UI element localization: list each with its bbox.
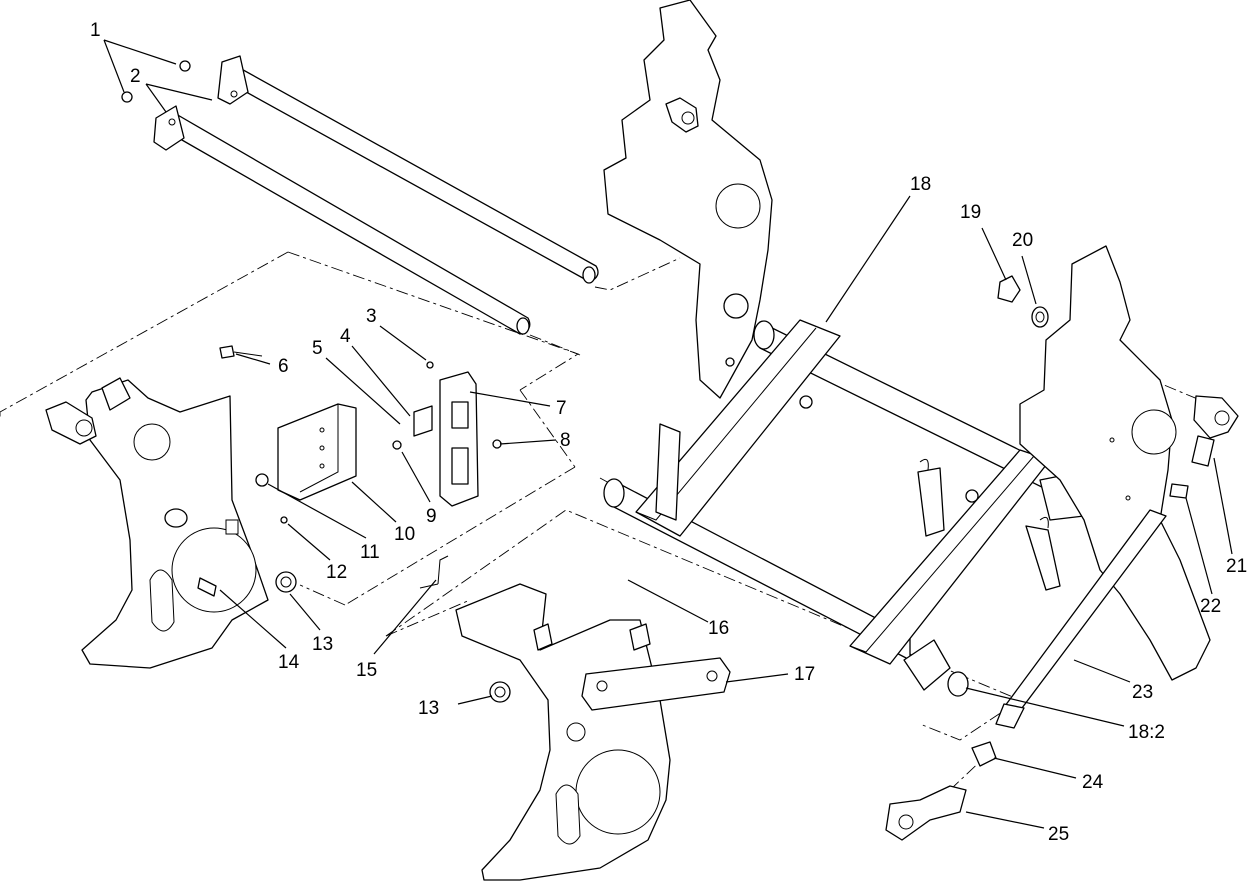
lower-side-plate [419, 555, 731, 881]
callout-18: 18 [910, 174, 931, 195]
callout-20: 20 [1012, 230, 1033, 251]
callout-14: 14 [278, 652, 300, 673]
callout-13-lower: 13 [418, 698, 439, 719]
callout-18-2: 18:2 [1128, 722, 1165, 743]
callout-5: 5 [312, 338, 323, 359]
callout-1: 1 [90, 20, 101, 41]
callout-11: 11 [360, 542, 380, 563]
callout-21: 21 [1226, 556, 1247, 577]
callout-10: 10 [394, 524, 415, 545]
tie-rod-assembly [885, 275, 1239, 841]
callout-23: 23 [1132, 682, 1153, 703]
upper-shaft [179, 55, 599, 284]
callout-9: 9 [426, 506, 437, 527]
callout-3: 3 [366, 306, 377, 327]
right-upright-frame [1019, 245, 1211, 681]
switch-bracket-assembly [219, 345, 502, 524]
left-upright-frame [603, 0, 773, 399]
callout-15: 15 [356, 660, 377, 681]
callout-25: 25 [1048, 824, 1069, 845]
callout-labels: 1 2 3 4 5 6 7 8 9 10 11 12 13 13 14 15 1… [90, 20, 1247, 845]
leader-lines [103, 39, 1233, 829]
callout-19: 19 [960, 202, 981, 223]
callout-16: 16 [708, 618, 729, 639]
callout-7: 7 [556, 398, 567, 419]
callout-13-left: 13 [312, 634, 333, 655]
callout-24: 24 [1082, 772, 1104, 793]
callout-22: 22 [1200, 596, 1221, 617]
callout-6: 6 [278, 356, 289, 377]
callout-12: 12 [326, 562, 347, 583]
callout-2: 2 [130, 66, 141, 87]
callout-17: 17 [794, 664, 815, 685]
callout-8: 8 [560, 430, 571, 451]
left-side-plate [45, 377, 297, 669]
lower-shaft [121, 91, 531, 335]
callout-4: 4 [340, 326, 351, 347]
main-frame-weldment [603, 319, 1097, 697]
